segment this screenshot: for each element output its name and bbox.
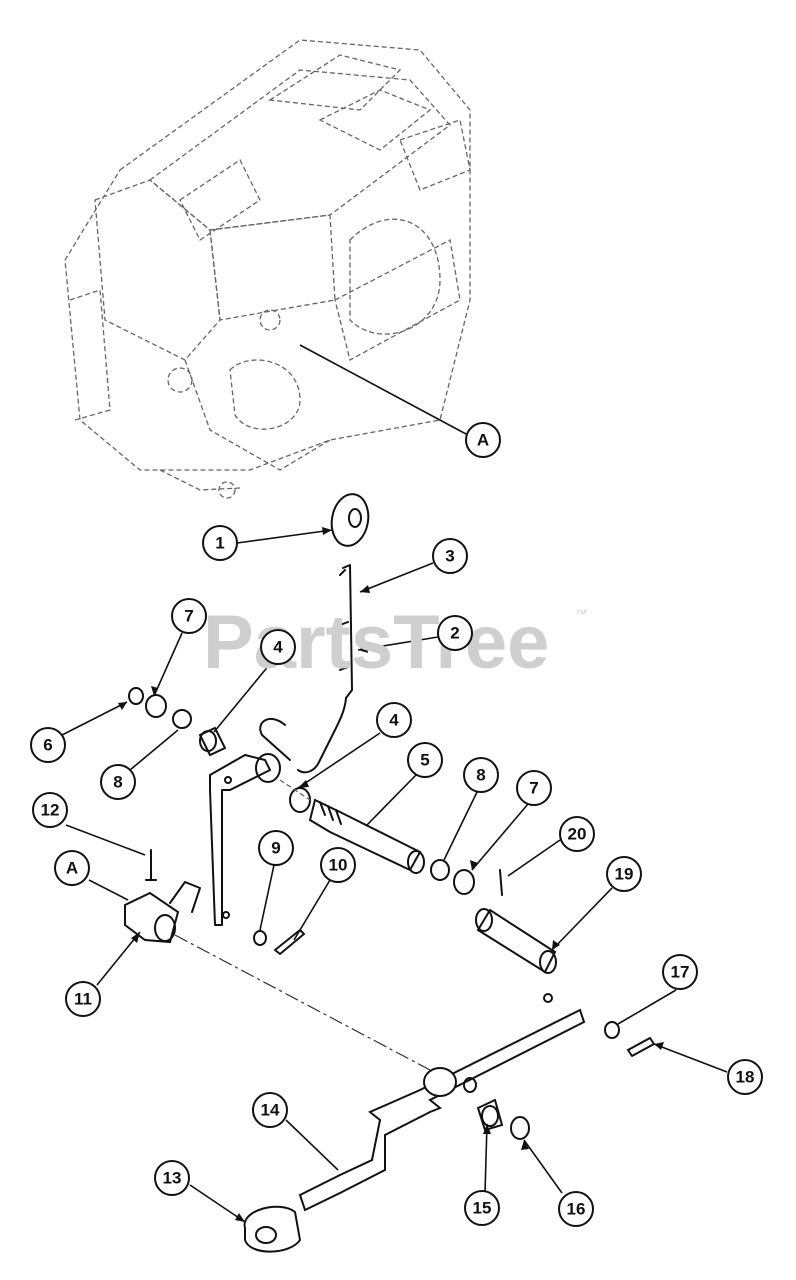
svg-text:3: 3: [445, 547, 454, 566]
callout-8-right[interactable]: 8: [463, 757, 499, 793]
engine-outline: [64, 39, 471, 499]
leader-arrowheads: [118, 527, 664, 1222]
callout-13[interactable]: 13: [154, 1160, 190, 1196]
part-14-lever: [298, 993, 586, 1212]
part-9-washer: [253, 930, 267, 946]
svg-text:10: 10: [329, 856, 348, 875]
svg-text:7: 7: [529, 779, 538, 798]
watermark-text: PartsTree: [203, 600, 549, 685]
part-7-clip-right: [453, 869, 475, 895]
callout-7-left[interactable]: 7: [171, 598, 207, 634]
part-8-washer-right: [430, 859, 450, 881]
callout-4-right[interactable]: 4: [376, 702, 412, 738]
callout-14[interactable]: 14: [252, 1092, 288, 1128]
centerline: [174, 934, 431, 1071]
part-18-cotter: [627, 1037, 655, 1057]
svg-text:4: 4: [273, 638, 283, 657]
svg-text:19: 19: [615, 865, 634, 884]
svg-text:15: 15: [473, 1199, 492, 1218]
part-8-washer-left: [172, 709, 192, 729]
svg-text:9: 9: [271, 839, 280, 858]
svg-text:A: A: [477, 431, 489, 450]
part-4-bushing-left: [198, 726, 227, 757]
callout-19[interactable]: 19: [606, 856, 642, 892]
svg-text:12: 12: [41, 801, 60, 820]
part-5-shaft: [279, 779, 425, 874]
part-10-cotter-pin: [274, 929, 305, 955]
svg-text:A: A: [66, 859, 78, 878]
watermark-trademark: ™: [575, 607, 587, 621]
callout-12[interactable]: 12: [32, 792, 68, 828]
callout-2[interactable]: 2: [437, 615, 473, 651]
part-17-washer: [604, 1021, 620, 1039]
svg-text:11: 11: [74, 990, 92, 1009]
svg-text:8: 8: [113, 773, 122, 792]
callout-3[interactable]: 3: [432, 538, 468, 574]
callout-18[interactable]: 18: [727, 1059, 763, 1095]
bracket-plate: [209, 753, 281, 926]
svg-text:18: 18: [736, 1068, 755, 1087]
part-16-clip: [510, 1116, 530, 1140]
callout-9[interactable]: 9: [258, 830, 294, 866]
callouts: 1 2 3 4 4 5 6 7 7 8 8 9 10 11 12 13 14 1…: [30, 422, 763, 1227]
callout-A-arm[interactable]: A: [54, 850, 90, 886]
svg-text:13: 13: [163, 1169, 182, 1188]
leader-A1: [299, 344, 467, 435]
svg-text:1: 1: [215, 534, 224, 553]
svg-text:8: 8: [476, 766, 485, 785]
part-13-link: [243, 1205, 302, 1253]
callout-4-left[interactable]: 4: [260, 629, 296, 665]
svg-text:6: 6: [43, 736, 52, 755]
callout-17[interactable]: 17: [662, 954, 698, 990]
part-12-bolt: [145, 849, 157, 881]
callout-1[interactable]: 1: [202, 525, 238, 561]
part-4-bushing-right: [289, 787, 311, 813]
svg-text:2: 2: [450, 624, 459, 643]
callout-5[interactable]: 5: [407, 742, 443, 778]
svg-text:7: 7: [184, 607, 193, 626]
callout-16[interactable]: 16: [558, 1191, 594, 1227]
callout-A-engine[interactable]: A: [465, 422, 501, 458]
callout-10[interactable]: 10: [320, 847, 356, 883]
svg-text:4: 4: [389, 711, 399, 730]
part-19-sleeve: [475, 908, 557, 974]
part-1-washer: [330, 493, 370, 547]
part-6-nut: [128, 687, 144, 705]
svg-text:20: 20: [568, 825, 587, 844]
callout-6[interactable]: 6: [30, 727, 66, 763]
part-15-bushing: [476, 1098, 504, 1132]
svg-text:17: 17: [671, 963, 690, 982]
part-20-pin: [499, 869, 503, 896]
callout-15[interactable]: 15: [464, 1190, 500, 1226]
svg-text:5: 5: [420, 751, 429, 770]
callout-20[interactable]: 20: [559, 816, 595, 852]
callout-8-left[interactable]: 8: [100, 764, 136, 800]
svg-text:16: 16: [567, 1200, 586, 1219]
leader-lines: [61, 632, 728, 1223]
callout-7-right[interactable]: 7: [516, 770, 552, 806]
callout-11[interactable]: 11: [65, 981, 101, 1017]
part-7-clip-left: [145, 694, 167, 718]
svg-text:14: 14: [261, 1101, 280, 1120]
part-2-rod: [259, 564, 353, 774]
part-11-arm: [124, 881, 201, 944]
